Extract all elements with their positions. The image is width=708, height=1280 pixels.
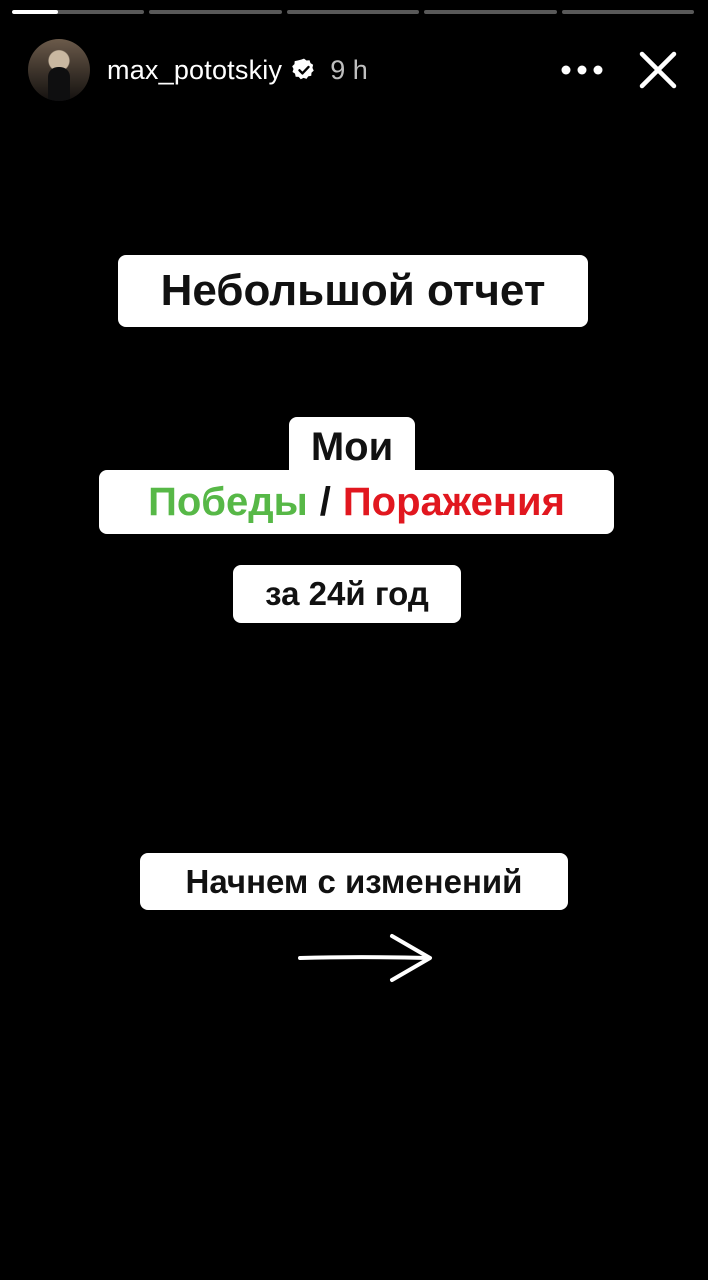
more-dots-icon[interactable]	[560, 56, 604, 84]
cta-text: Начнем с изменений	[185, 862, 523, 900]
verified-badge-icon	[291, 57, 317, 83]
post-time: 9 h	[330, 54, 368, 85]
progress-segment	[286, 10, 420, 14]
story-progress-bar	[12, 10, 695, 14]
avatar[interactable]	[28, 39, 90, 101]
story-title-text: Небольшой отчет	[160, 266, 546, 315]
story-title: Небольшой отчет	[118, 255, 588, 327]
year-text: за 24й год	[265, 575, 429, 612]
slash-text: /	[319, 479, 331, 524]
progress-segment	[561, 10, 695, 14]
wins-text: Победы	[148, 479, 308, 524]
moi-label: Мои	[289, 417, 415, 477]
year-label: за 24й год	[233, 565, 461, 623]
right-arrow-icon	[296, 930, 436, 986]
story-header: max_pototskiy 9 h	[28, 38, 680, 102]
progress-segment	[424, 10, 557, 14]
progress-segment	[12, 10, 145, 14]
close-icon[interactable]	[636, 48, 680, 92]
username[interactable]: max_pototskiy	[107, 54, 283, 85]
losses-text: Поражения	[342, 479, 565, 524]
cta-label: Начнем с изменений	[140, 853, 568, 910]
moi-text: Мои	[310, 424, 394, 469]
wins-losses-label: Победы / Поражения	[99, 470, 614, 534]
progress-segment	[149, 10, 282, 14]
